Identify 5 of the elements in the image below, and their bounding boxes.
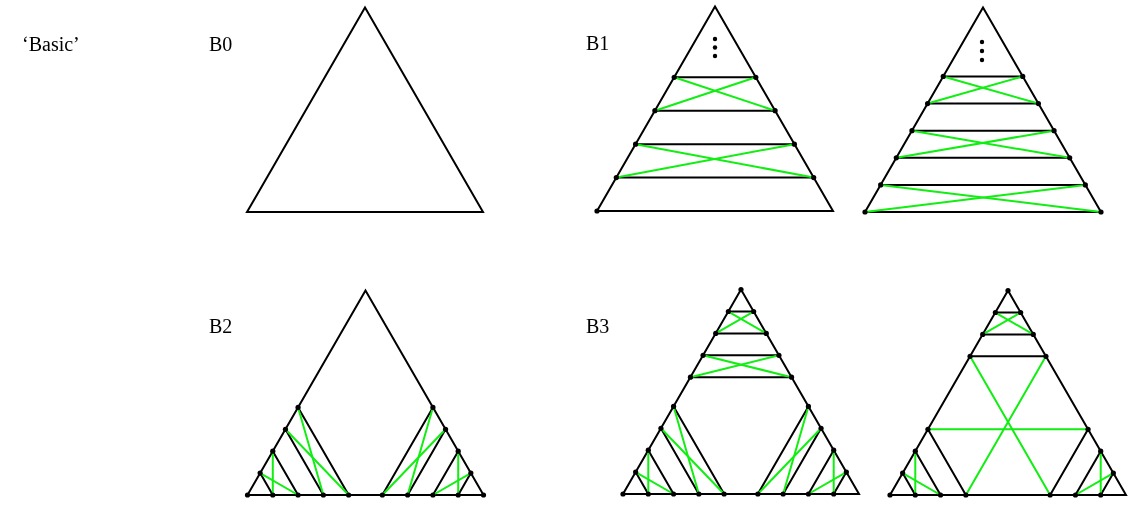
- panel-label: B0: [209, 34, 233, 54]
- panel-label: B3: [586, 316, 610, 336]
- panel-label: B1: [586, 33, 610, 53]
- row-label: ‘Basic’: [22, 34, 80, 54]
- panel-label: B2: [209, 316, 233, 336]
